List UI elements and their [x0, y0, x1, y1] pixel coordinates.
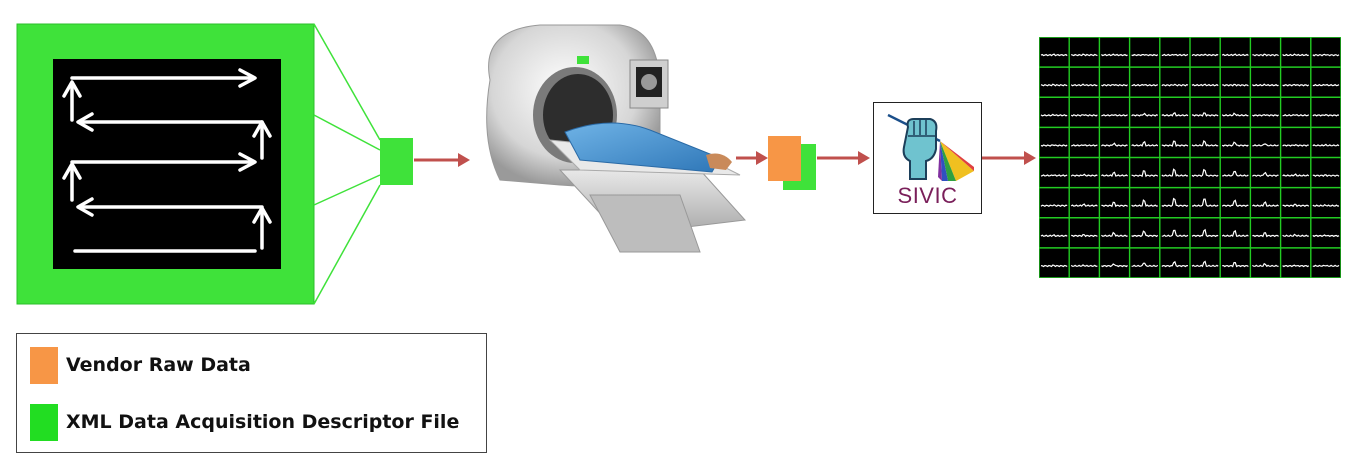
sivic-logo: SIVIC	[873, 102, 982, 214]
legend-swatch-vendor	[30, 347, 58, 384]
legend-label-xml: XML Data Acquisition Descriptor File	[66, 411, 459, 433]
legend-swatch-xml	[30, 404, 58, 441]
spectrum-trace	[1283, 265, 1309, 266]
sivic-label: SIVIC	[874, 183, 981, 209]
spectra-grid-icon	[1039, 37, 1341, 278]
raised-fist-icon	[882, 109, 974, 181]
legend-label-vendor: Vendor Raw Data	[66, 354, 251, 376]
vendor-raw-data-file	[768, 136, 801, 181]
legend: Vendor Raw Data XML Data Acquisition Des…	[16, 333, 487, 453]
mri-scanner-icon	[470, 20, 750, 255]
